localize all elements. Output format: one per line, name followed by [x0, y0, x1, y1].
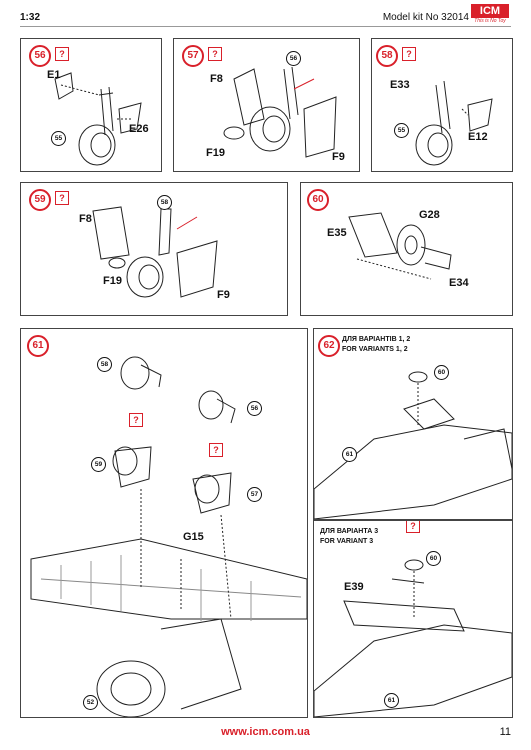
part-f9-label: F9: [217, 289, 230, 301]
step-56-panel: 56 ? E1 E26 55: [20, 38, 162, 172]
ref-57-badge: 57: [247, 487, 262, 502]
ref-52-badge: 52: [83, 695, 98, 710]
ref-59-badge: 59: [91, 457, 106, 472]
step-61-number: 61: [27, 335, 49, 357]
model-number: Model kit No 32014: [382, 12, 469, 23]
step-57-drawing: [223, 66, 337, 158]
ref-58-badge: 58: [157, 195, 172, 210]
step-61-question-mark-right: ?: [209, 443, 223, 457]
part-f9-label: F9: [332, 151, 345, 163]
variant-3-en-label: FOR VARIANT 3: [320, 538, 374, 545]
part-f19-label: F19: [206, 147, 225, 159]
ref-61-badge: 61: [384, 693, 399, 708]
ref-60-badge: 60: [434, 365, 449, 380]
step-60-number: 60: [307, 189, 329, 211]
step-61-question-mark-left: ?: [129, 413, 143, 427]
part-e26-label: E26: [129, 123, 149, 135]
step-57-question-mark: ?: [208, 47, 222, 61]
step-59-drawing: [92, 206, 218, 298]
header-divider: [20, 26, 511, 27]
step-58-panel: 58 ? E33 E12 55: [371, 38, 513, 172]
step-61-panel: 61 58 56 ? ? 59 57 G15 52: [20, 328, 308, 718]
step-56-question-mark: ?: [55, 47, 69, 61]
page-number: 11: [499, 726, 511, 738]
part-e1-label: E1: [47, 69, 61, 81]
ref-55-badge: 55: [394, 123, 409, 138]
step-61-drawing: [30, 356, 307, 717]
ref-56-badge: 56: [286, 51, 301, 66]
step-56-drawing: [54, 72, 142, 166]
icm-logo: ICM This is No Toy: [471, 4, 509, 26]
step-60-drawing: [348, 212, 452, 280]
step-58-drawing: [415, 80, 493, 166]
logo-text: ICM: [471, 4, 509, 18]
step-62-number: 62: [318, 335, 340, 357]
step-59-number: 59: [29, 189, 51, 211]
ref-56-badge: 56: [247, 401, 262, 416]
part-e39-label: E39: [344, 581, 364, 593]
part-g28-label: G28: [419, 209, 440, 221]
part-e33-label: E33: [390, 79, 410, 91]
step-59-panel: 59 ? 58 F8 F19 F9: [20, 182, 288, 316]
variant-3-ua-label: ДЛЯ ВАРІАНТА 3: [320, 528, 379, 535]
part-f8-label: F8: [210, 73, 223, 85]
scale-label: 1:32: [20, 12, 41, 23]
variant-3-panel: ДЛЯ ВАРІАНТА 3 FOR VARIANT 3 ? 60 E39 61: [313, 520, 513, 718]
ref-61-badge: 61: [342, 447, 357, 462]
step-57-panel: 57 ? 56 F8 F19 F9: [173, 38, 360, 172]
footer-url: www.icm.com.ua: [221, 726, 310, 738]
part-f19-label: F19: [103, 275, 122, 287]
variant-3-drawing: [314, 559, 512, 717]
part-g15-label: G15: [183, 531, 204, 543]
variant-3-question-mark: ?: [406, 521, 420, 533]
step-56-number: 56: [29, 45, 51, 67]
part-e34-label: E34: [449, 277, 469, 289]
ref-58-badge: 58: [97, 357, 112, 372]
variant-1-2-en-label: FOR VARIANTS 1, 2: [342, 346, 408, 353]
step-59-question-mark: ?: [55, 191, 69, 205]
step-62-drawing: [314, 371, 512, 519]
step-58-number: 58: [376, 45, 398, 67]
step-57-number: 57: [182, 45, 204, 67]
part-e35-label: E35: [327, 227, 347, 239]
part-e12-label: E12: [468, 131, 488, 143]
part-f8-label: F8: [79, 213, 92, 225]
step-58-question-mark: ?: [402, 47, 416, 61]
ref-60-badge: 60: [426, 551, 441, 566]
step-60-panel: 60 E35 G28 E34: [300, 182, 513, 316]
logo-tagline: This is No Toy: [474, 18, 506, 24]
ref-55-badge: 55: [51, 131, 66, 146]
step-62-panel: 62 ДЛЯ ВАРІАНТІВ 1, 2 FOR VARIANTS 1, 2 …: [313, 328, 513, 520]
variant-1-2-ua-label: ДЛЯ ВАРІАНТІВ 1, 2: [342, 336, 411, 343]
